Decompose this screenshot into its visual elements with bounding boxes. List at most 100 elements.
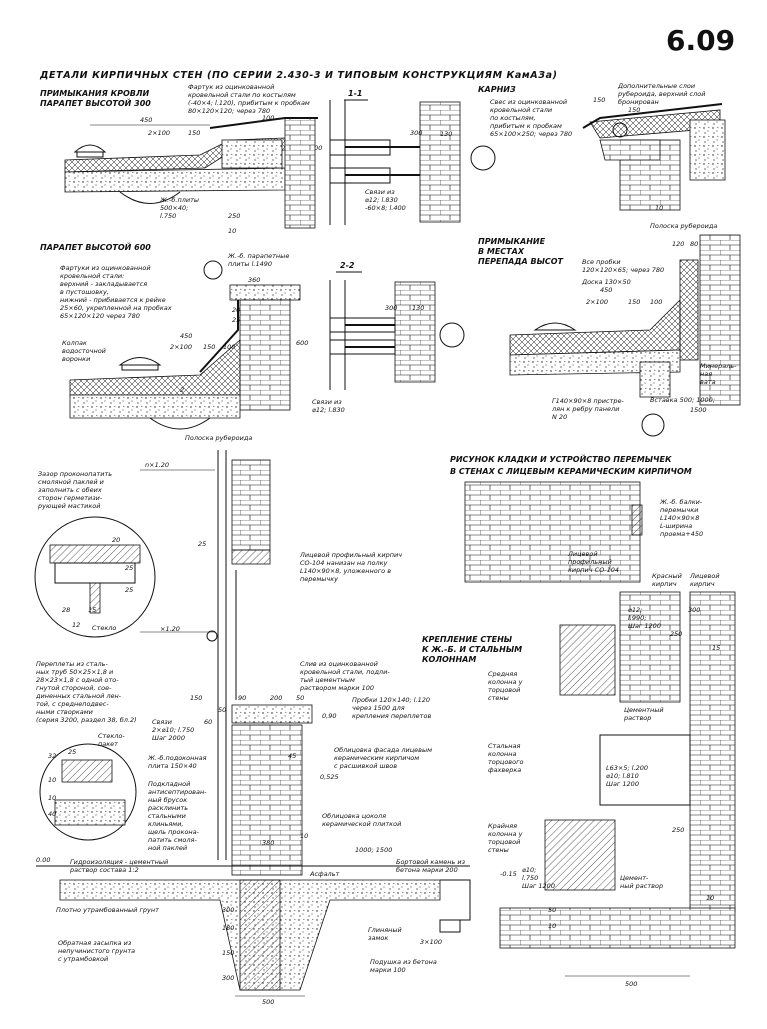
svg-text:клиньями,: клиньями, (148, 820, 184, 828)
svg-text:Бортовой камень из: Бортовой камень из (396, 858, 466, 866)
height-diff-mineral-note: Минераль- ная вата (700, 362, 737, 386)
svg-text:кровельной стали по костылям: кровельной стали по костылям (188, 91, 296, 99)
svg-text:колонна у: колонна у (488, 830, 523, 838)
svg-text:l.750: l.750 (160, 212, 176, 220)
svg-text:плита 150×40: плита 150×40 (148, 762, 197, 770)
svg-text:Подушка из бетона: Подушка из бетона (370, 958, 437, 966)
svg-text:360: 360 (248, 276, 260, 284)
svg-text:450: 450 (600, 286, 612, 294)
svg-text:Стекло-: Стекло- (98, 732, 125, 740)
svg-text:раствор состава 1:2: раствор состава 1:2 (69, 866, 139, 874)
svg-text:50: 50 (218, 706, 226, 714)
mark-090: 0,90 (322, 712, 336, 720)
svg-text:замок: замок (368, 934, 388, 942)
svg-text:⌀10;: ⌀10; (522, 866, 536, 874)
pavement-width-dims: 1000; 1500 (355, 846, 392, 854)
svg-text:32: 32 (48, 752, 56, 760)
svg-text:по костылям,: по костылям, (490, 114, 536, 122)
svg-text:250: 250 (228, 212, 240, 220)
height-difference-detail: ПРИМЫКАНИЕ В МЕСТАХ ПЕРЕПАДА ВЫСОТ Все п… (478, 234, 741, 437)
svg-text:150: 150 (593, 96, 605, 104)
svg-text:с расшивкой швов: с расшивкой швов (334, 762, 397, 770)
roof-300-heading-2: ПАРАПЕТ ВЫСОТОЙ 300 (40, 97, 151, 108)
column-fixing-detail: КРЕПЛЕНИЕ СТЕНЫ К Ж.-Б. И СТАЛЬНЫМ КОЛОН… (422, 572, 736, 988)
svg-text:L140×90×8: L140×90×8 (660, 514, 699, 522)
svg-text:пакет: пакет (98, 740, 118, 748)
svg-text:патить смоля-: патить смоля- (148, 836, 197, 844)
svg-text:Ж.-б.подоконная: Ж.-б.подоконная (147, 754, 207, 762)
cement-mortar2-note: Цемент- ный раствор (620, 874, 663, 890)
edge-column-note: Крайняя колонна у торцовой стены (488, 822, 523, 854)
sheet-number: 6.09 (666, 24, 735, 57)
svg-text:L140×90×8, уложенного в: L140×90×8, уложенного в (300, 567, 391, 575)
svg-text:10: 10 (706, 894, 714, 902)
svg-text:130: 130 (412, 304, 424, 312)
svg-text:80×120×120; через 780: 80×120×120; через 780 (188, 107, 270, 115)
svg-text:150: 150 (222, 949, 234, 957)
svg-text:500: 500 (625, 980, 637, 988)
svg-text:l.750: l.750 (522, 874, 538, 882)
svg-text:расклинить: расклинить (147, 804, 188, 812)
svg-text:кирпич: кирпич (652, 580, 677, 588)
svg-text:150: 150 (628, 106, 640, 114)
window-ties-note: Связи 2×⌀10; l.750 Шаг 2000 (152, 718, 194, 742)
svg-text:300: 300 (222, 974, 234, 982)
svg-text:Стальная: Стальная (488, 742, 521, 750)
svg-text:Лицевой: Лицевой (567, 550, 598, 558)
svg-text:вата: вата (700, 378, 716, 386)
roof-300-flashing-note: Фартук из оцинкованной кровельной стали … (188, 83, 310, 115)
svg-text:торцовой: торцовой (488, 686, 520, 694)
svg-text:в пустошовку,: в пустошовку, (60, 288, 109, 296)
height-diff-board-note: Доска 130×50 (581, 278, 631, 286)
svg-text:10: 10 (228, 227, 236, 235)
svg-text:2×100: 2×100 (148, 129, 170, 137)
cornice-heading: КАРНИЗ (478, 85, 516, 94)
brick-pattern-heading-1: РИСУНОК КЛАДКИ И УСТРОЙСТВО ПЕРЕМЫЧЕК (450, 453, 672, 464)
svg-text:Г140×90×8 пристре-: Г140×90×8 пристре- (552, 397, 624, 405)
svg-text:щель прокона-: щель прокона- (148, 828, 200, 836)
svg-text:20: 20 (112, 536, 120, 544)
svg-text:100: 100 (262, 114, 274, 122)
svg-text:Фартук из оцинкованной: Фартук из оцинкованной (188, 83, 274, 91)
svg-text:15: 15 (712, 644, 720, 652)
svg-text:N 20: N 20 (552, 413, 567, 421)
svg-text:L-ширина: L-ширина (660, 522, 692, 530)
svg-text:90: 90 (238, 694, 246, 702)
svg-text:L63×5; l.200: L63×5; l.200 (606, 764, 648, 772)
column-fix-top-labels: Красный кирпич Лицевой кирпич (652, 572, 720, 588)
svg-text:Переплеты из сталь-: Переплеты из сталь- (36, 660, 108, 668)
column-anchor-note: ⌀12; l.990; Шаг 1200 (628, 606, 661, 630)
svg-text:10: 10 (48, 776, 56, 784)
svg-text:Шаг 1200: Шаг 1200 (628, 622, 661, 630)
cornice-layers-note: Дополнительные слои рубероида, верхний с… (617, 82, 705, 106)
svg-text:500×40;: 500×40; (160, 204, 188, 212)
svg-text:Крайняя: Крайняя (488, 822, 517, 830)
svg-text:антисептирован-: антисептирован- (148, 788, 207, 796)
column-fix-heading-3: КОЛОННАМ (422, 655, 476, 664)
roof-parapet-300-detail: ПРИМЫКАНИЯ КРОВЛИ ПАРАПЕТ ВЫСОТОЙ 300 Фа… (40, 83, 322, 235)
svg-text:150: 150 (628, 298, 640, 306)
svg-text:плиты l.1490: плиты l.1490 (228, 260, 272, 268)
svg-text:2×100: 2×100 (586, 298, 608, 306)
svg-text:3×100: 3×100 (420, 938, 442, 946)
svg-text:10: 10 (655, 204, 663, 212)
svg-text:крепления переплетов: крепления переплетов (352, 712, 431, 720)
svg-text:50: 50 (296, 694, 304, 702)
svg-text:Ж.-б. парапетные: Ж.-б. парапетные (227, 252, 289, 260)
section-2-2-ties-note: Связи из ⌀12; l.830 (312, 398, 345, 414)
svg-text:65×120×120 через 780: 65×120×120 через 780 (60, 312, 140, 320)
section-1-1-label: 1-1 (348, 89, 362, 98)
svg-text:смоляной паклей и: смоляной паклей и (38, 478, 104, 486)
svg-text:сторон герметизи-: сторон герметизи- (38, 494, 103, 502)
svg-text:тый цементным: тый цементным (300, 676, 355, 684)
svg-text:Гидроизоляция - цементный: Гидроизоляция - цементный (70, 858, 168, 866)
svg-text:гнутой стороной, сое-: гнутой стороной, сое- (36, 684, 112, 692)
svg-text:Слив из оцинкованной: Слив из оцинкованной (300, 660, 378, 668)
backfill-note: Обратная засыпка из непучинистого грунта… (58, 939, 135, 963)
window-joint-detail: Зазор проконопатить смоляной паклей и за… (34, 461, 218, 642)
svg-text:Свес из оцинкованной: Свес из оцинкованной (490, 98, 567, 106)
support-bar-note: Подкладной антисептирован- ный брусок ра… (147, 780, 207, 852)
svg-text:Средняя: Средняя (488, 670, 517, 678)
svg-text:130: 130 (440, 130, 452, 138)
asphalt-label: Асфальт (309, 870, 340, 878)
